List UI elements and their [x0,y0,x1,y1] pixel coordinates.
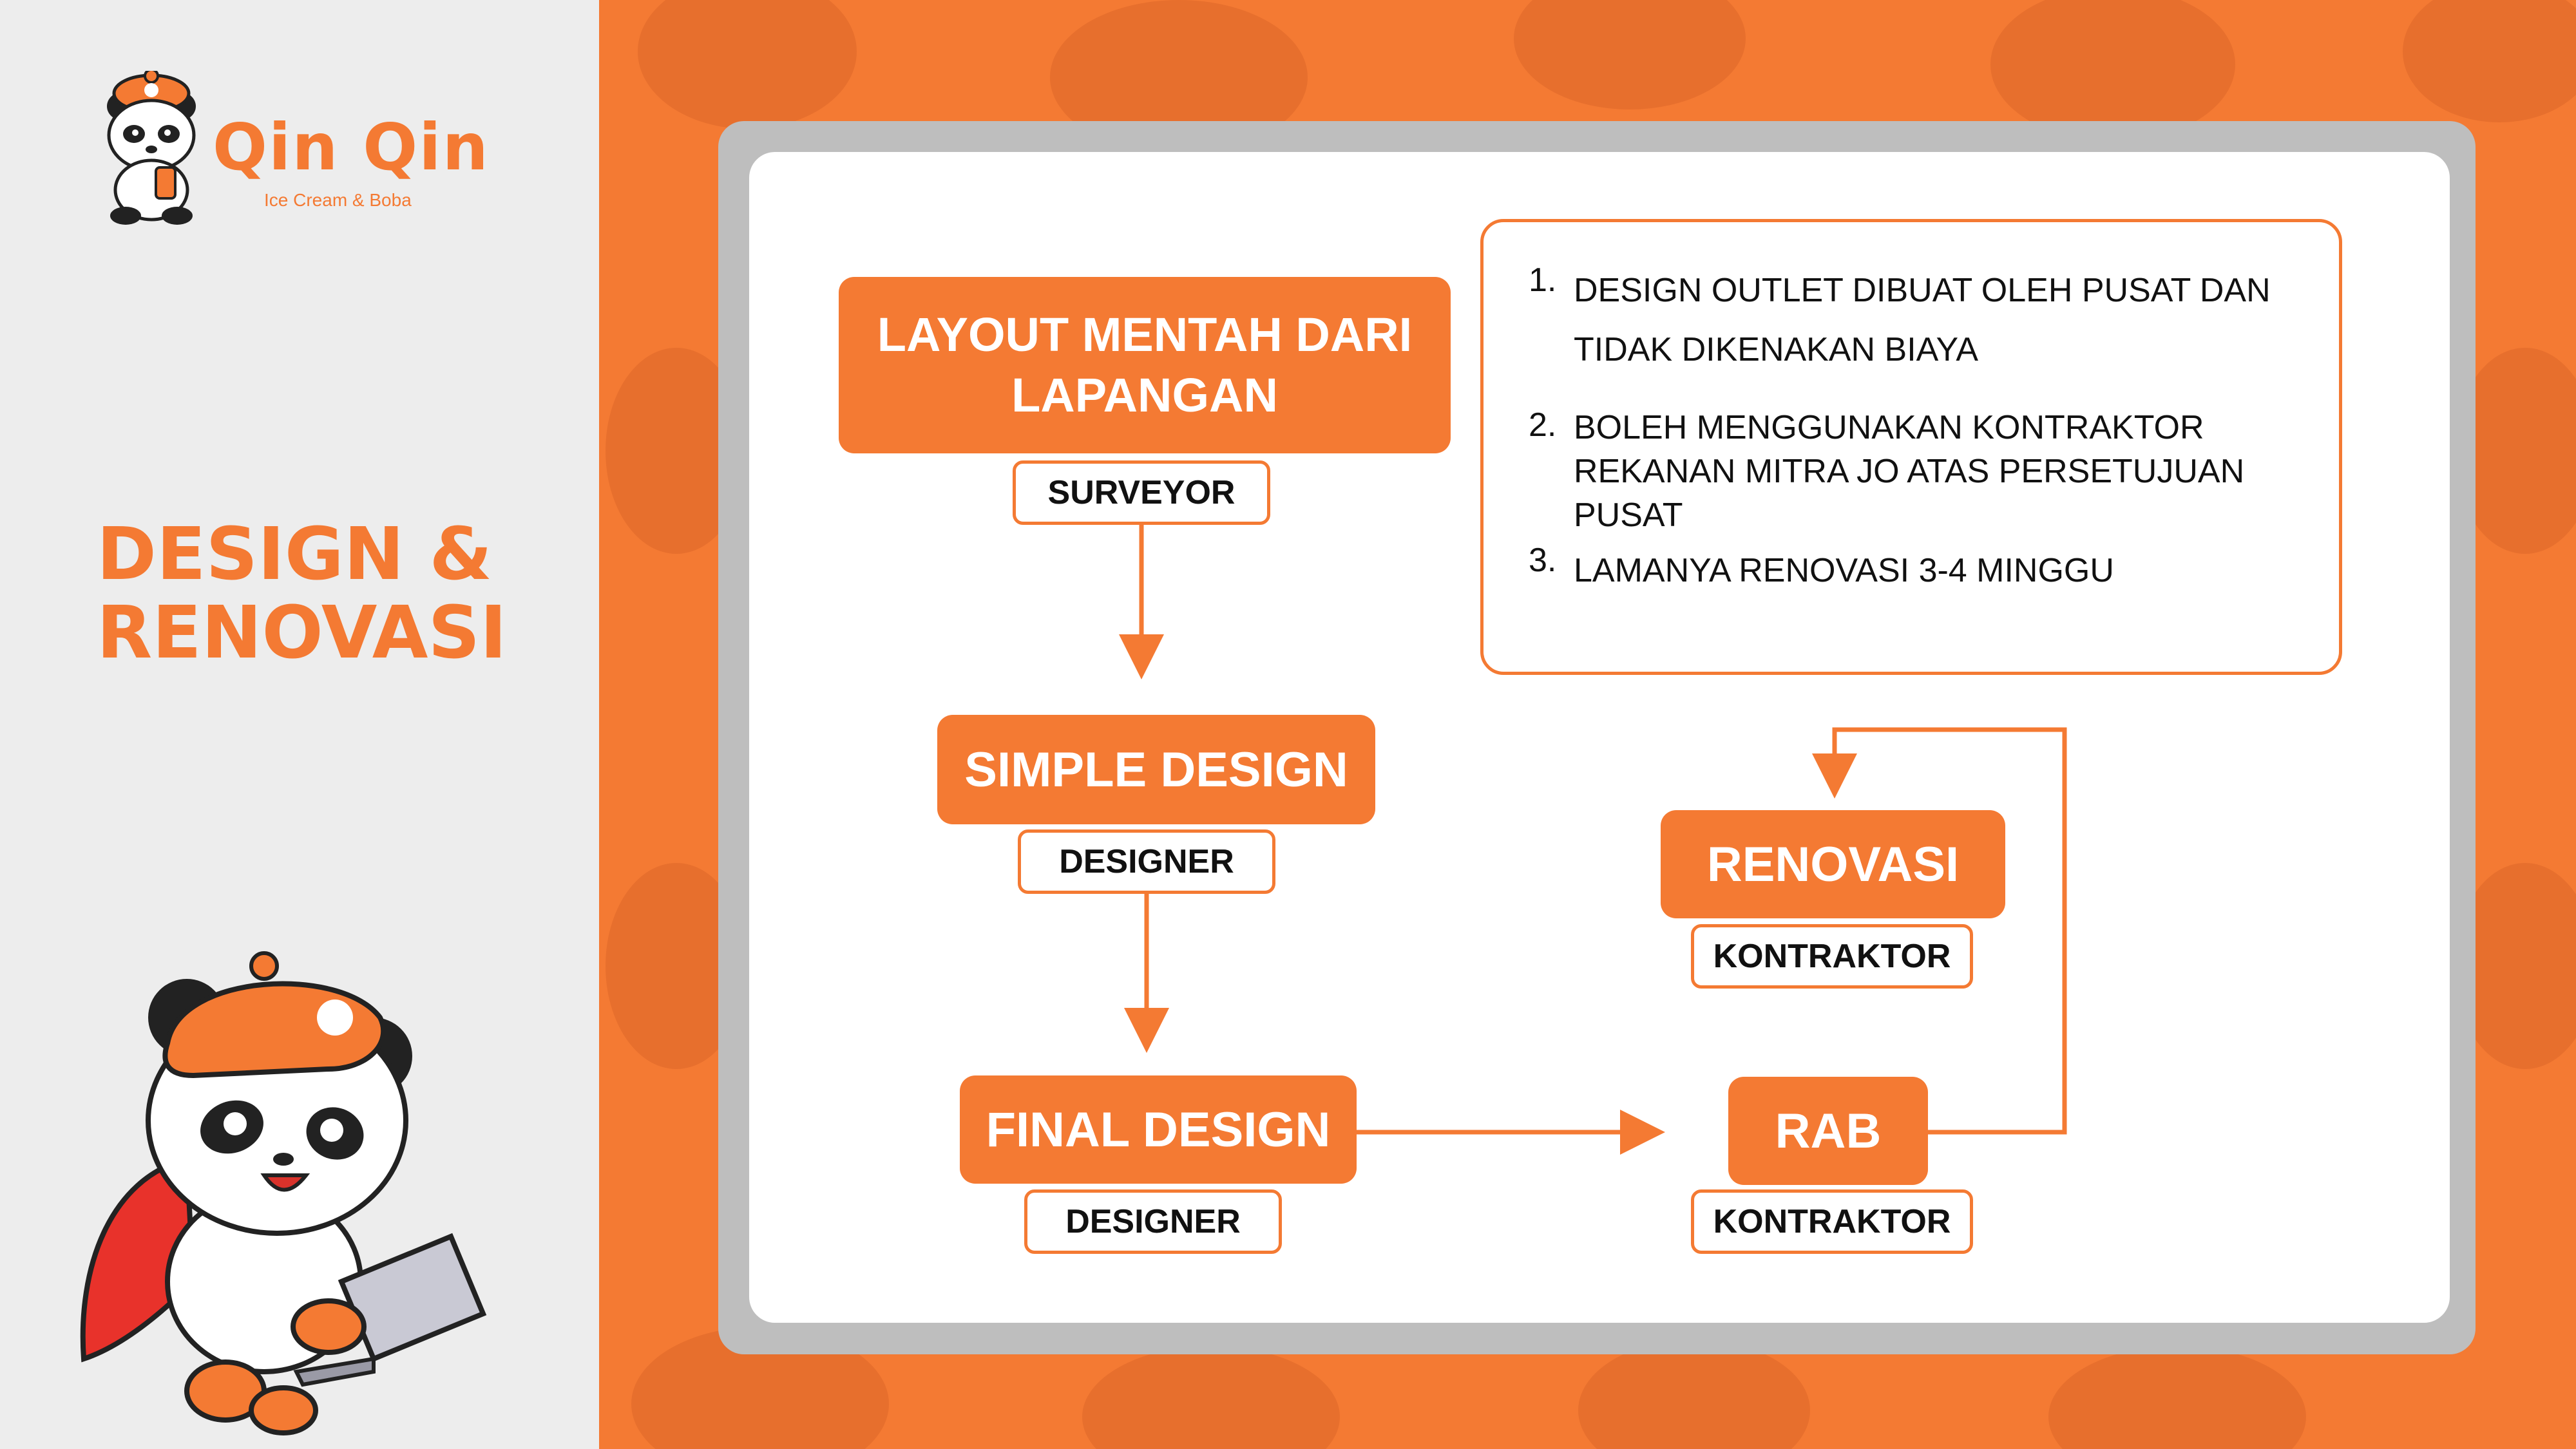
role-kontraktor-renovasi: KONTRAKTOR [1691,924,1973,989]
loop-arrow [1812,727,2067,1135]
role-surveyor: SURVEYOR [1013,460,1270,525]
left-panel: Qin Qin Ice Cream & Boba DESIGN & RENOVA… [0,0,599,1449]
panda-logo-icon [97,68,206,229]
role-designer-simple: DESIGNER [1018,829,1275,894]
role-kontraktor-rab: KONTRAKTOR [1691,1189,1973,1254]
node-final-design: FINAL DESIGN [960,1075,1357,1184]
note-text: LAMANYA RENOVASI 3-4 MINGGU [1574,552,2114,589]
note-text: BOLEH MENGGUNAKAN KONTRAKTOR REKANAN MIT… [1574,409,2245,534]
brand-name: Qin Qin [213,109,490,185]
node-layout: LAYOUT MENTAH DARI LAPANGAN [839,277,1451,453]
note-number: 2. [1529,406,1557,444]
notes-box: 1. DESIGN OUTLET DIBUAT OLEH PUSAT DAN T… [1480,219,2342,675]
node-renovasi: RENOVASI [1661,810,2005,918]
node-rab: RAB [1728,1077,1928,1185]
node-simple-design: SIMPLE DESIGN [937,715,1375,824]
note-number: 1. [1529,261,1557,299]
note-number: 3. [1529,542,1557,579]
panda-pattern-background [606,0,2576,1449]
page-title: DESIGN & RENOVASI [97,515,507,672]
note-text: DESIGN OUTLET DIBUAT OLEH PUSAT DAN TIDA… [1574,272,2271,368]
panda-mascot-icon [71,947,522,1439]
page-title-line2: RENOVASI [97,591,507,675]
brand-tagline: Ice Cream & Boba [264,190,412,210]
role-designer-final: DESIGNER [1024,1189,1282,1254]
page-title-line1: DESIGN & [97,513,493,596]
